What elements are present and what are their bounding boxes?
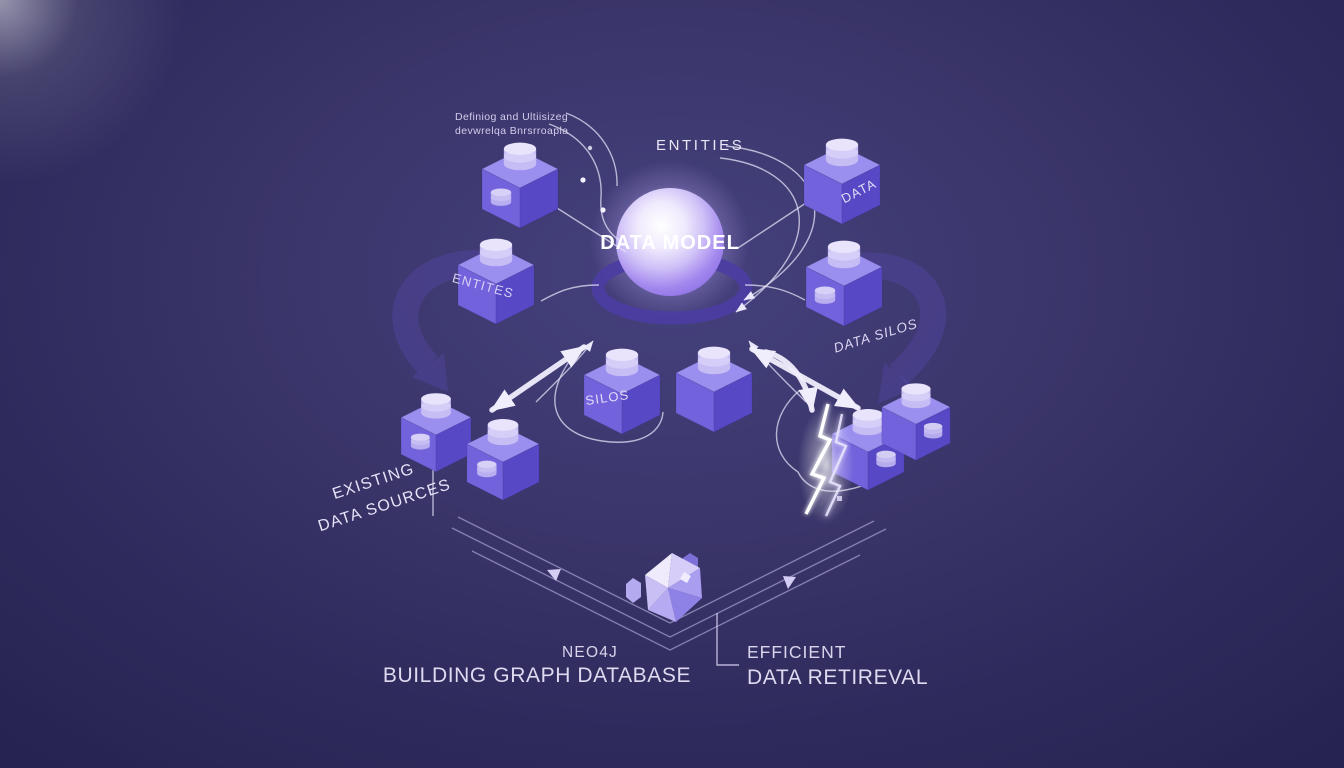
definition-note-line2: devwrelqa Bnrsrroapla — [455, 125, 568, 137]
database-icon — [825, 138, 859, 167]
caption-building-graph-database: BUILDING GRAPH DATABASE — [383, 664, 691, 687]
database-icon — [827, 240, 861, 269]
cube-top-left — [481, 142, 559, 229]
database-icon — [901, 383, 931, 409]
definition-note-line1: Definiog and Ultiisizeg — [455, 111, 568, 123]
database-icon — [814, 286, 836, 304]
data-model-label: DATA MODEL — [600, 232, 740, 254]
database-icon — [923, 422, 943, 439]
path-arrow-left-icon — [547, 569, 561, 581]
database-icon — [490, 188, 512, 206]
database-icon — [876, 450, 896, 468]
database-icon — [503, 142, 537, 171]
label-connector-line — [716, 613, 739, 666]
entities-label: ENTITIES — [656, 137, 744, 154]
database-icon — [487, 418, 519, 446]
database-icon — [852, 408, 884, 436]
database-icon — [605, 348, 639, 377]
database-icon — [697, 346, 731, 375]
cube-lower-left-b — [466, 418, 540, 501]
database-icon — [479, 238, 513, 267]
double-arrow-left-icon — [489, 344, 587, 413]
cube-lower-left-a — [400, 393, 472, 473]
diamond-path-lines — [451, 516, 887, 666]
database-icon — [477, 460, 497, 478]
silos-cube-label: SILOS — [584, 387, 630, 408]
caption-data-retrieval: DATA RETIREVAL — [747, 666, 928, 689]
path-arrow-right-icon — [783, 576, 796, 589]
database-icon — [410, 433, 430, 450]
double-arrow-right-icon — [749, 346, 861, 411]
caption-efficient: EFFICIENT — [747, 642, 846, 662]
crystal-icon — [626, 553, 702, 622]
data-model-sphere — [616, 188, 724, 296]
exchange-arrows — [489, 344, 861, 413]
lightning-crack-icon — [798, 403, 854, 525]
caption-neo4j: NEO4J — [562, 644, 618, 661]
database-icon — [421, 393, 451, 419]
hook-arrow-icon — [763, 349, 818, 413]
cube-center-right — [675, 346, 753, 433]
